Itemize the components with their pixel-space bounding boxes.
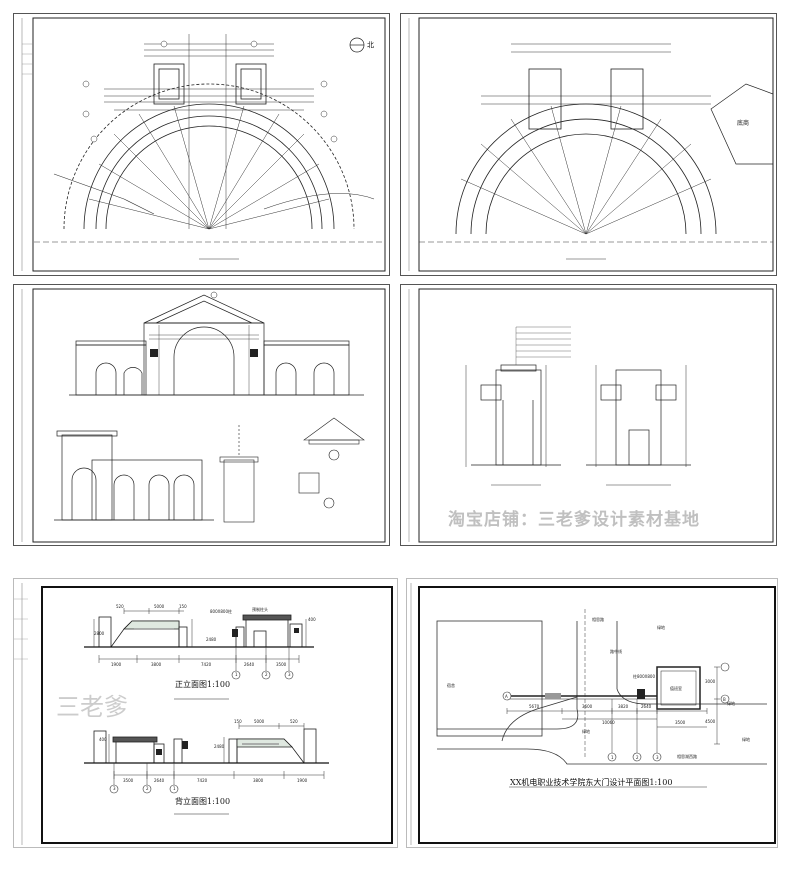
- back-dim-3: 7420: [197, 778, 208, 783]
- guard-room-label: 值班室: [670, 686, 682, 691]
- front-note-cap: 预制柱头: [252, 607, 268, 612]
- green-label-3: 绿地: [582, 729, 590, 734]
- plan-dim-5: 10060: [602, 720, 615, 725]
- green-label-1: 绿地: [657, 625, 665, 630]
- plan-dim-6: 3500: [675, 720, 686, 725]
- dorm-label: 宿舍: [447, 683, 455, 688]
- plan-dim-4: 2640: [641, 704, 652, 709]
- back-height-1: 400: [99, 737, 107, 742]
- green-label-4: 绿地: [742, 737, 750, 742]
- center-line-note: 路中线: [610, 649, 622, 654]
- axis-3-label: 3: [656, 755, 659, 760]
- road-top-label: 相思路: [592, 617, 604, 622]
- front-height-3: 400: [308, 617, 316, 622]
- back-elevation-title: 背立面图1:100: [175, 797, 231, 806]
- arc-plan-left-drawing: [21, 17, 386, 272]
- column-note: 柱800X800: [633, 674, 656, 679]
- sheet-arc-plan-right: 底商: [400, 13, 777, 276]
- sheet-front-back-elevation: 1900 3800 7420 2640 3500 520 5000 150 80…: [13, 578, 398, 848]
- axis-b-label: B: [723, 697, 726, 702]
- back-top-dim-1: 150: [234, 719, 242, 724]
- front-axis-2: 2: [265, 672, 268, 677]
- front-back-elevation-drawing: [14, 583, 393, 845]
- axis-1-label: 1: [611, 755, 614, 760]
- front-dim-1: 1900: [111, 662, 122, 667]
- front-dim-4: 2640: [244, 662, 255, 667]
- road-bottom-label: 相思湖西路: [677, 754, 697, 759]
- elevations-drawing: [21, 288, 386, 543]
- plaza-label: 底商: [737, 120, 750, 127]
- plan-dim-1: 5670: [529, 704, 540, 709]
- back-axis-1: 3: [113, 786, 116, 791]
- back-dim-2: 2640: [154, 778, 165, 783]
- site-plan-title: XX机电职业技术学院东大门设计平面图1:100: [510, 778, 673, 787]
- back-height-2: 2480: [214, 744, 225, 749]
- front-dim-5: 3500: [276, 662, 287, 667]
- sheet-sections: [400, 284, 777, 546]
- sheet-site-plan: 相思路 相思湖西路 宿舍 值班室 绿地 绿地 绿地 绿地 路中线 柱800X80…: [406, 578, 778, 848]
- front-top-dim-2: 5000: [154, 604, 165, 609]
- front-top-dim-1: 520: [116, 604, 124, 609]
- back-axis-2: 2: [146, 786, 149, 791]
- site-plan-drawing: [410, 583, 776, 845]
- back-dim-4: 3800: [253, 778, 264, 783]
- green-label-2: 绿地: [727, 701, 735, 706]
- front-height-2: 2480: [206, 637, 217, 642]
- arc-plan-right-drawing: [408, 17, 774, 272]
- plan-dim-3: 3820: [618, 704, 629, 709]
- front-axis-1: 1: [235, 672, 238, 677]
- front-top-dim-3: 150: [179, 604, 187, 609]
- front-note-column: 800X800柱: [210, 609, 233, 614]
- front-height-1: 2800: [94, 631, 105, 636]
- axis-a-label: A: [505, 694, 508, 699]
- back-dim-1: 3500: [123, 778, 134, 783]
- front-dim-2: 3800: [151, 662, 162, 667]
- front-dim-3: 7420: [201, 662, 212, 667]
- sheet-elevations: [13, 284, 390, 546]
- back-axis-3: 1: [173, 786, 176, 791]
- plan-dim-2: 3600: [582, 704, 593, 709]
- right-dim-2: 4500: [705, 719, 716, 724]
- sections-drawing: [408, 288, 774, 543]
- north-mark-label: 北: [367, 41, 374, 49]
- back-top-dim-3: 520: [290, 719, 298, 724]
- front-axis-3: 3: [288, 672, 291, 677]
- back-dim-5: 1900: [297, 778, 308, 783]
- right-dim-1: 3000: [705, 679, 716, 684]
- axis-2-label: 2: [636, 755, 639, 760]
- back-top-dim-2: 5000: [254, 719, 265, 724]
- sheet-arc-plan-left: 北: [13, 13, 390, 276]
- front-elevation-title: 正立面图1:100: [175, 680, 231, 689]
